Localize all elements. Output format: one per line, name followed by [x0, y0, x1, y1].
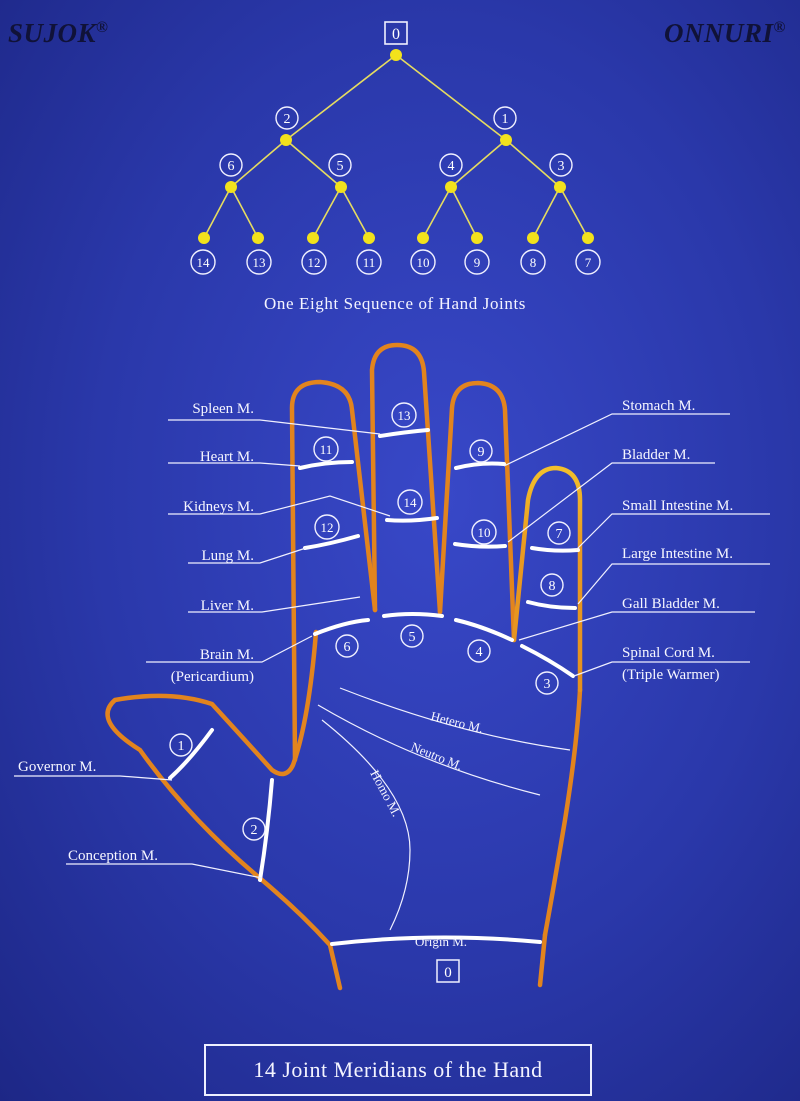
tree-node-root: [390, 49, 402, 61]
joint-lines: [168, 428, 580, 946]
poster-title: 14 Joint Meridians of the Hand: [204, 1044, 592, 1096]
tree-leaf: [582, 232, 594, 244]
label-homo: Homo M.: [367, 767, 404, 819]
label-spleen: Spleen M.: [192, 401, 254, 417]
onnuri-logo: ONNURI®: [664, 18, 786, 48]
joint-number: 6: [344, 640, 351, 655]
label-origin: Origin M.: [415, 934, 467, 949]
joint-number: 13: [398, 408, 411, 423]
label-small-intestine: Small Intestine M.: [622, 498, 733, 514]
sujok-logo: SUJOK®: [8, 18, 109, 48]
tree-nodes: [198, 49, 594, 244]
tree-node: [445, 181, 457, 193]
tree-leaf: [307, 232, 319, 244]
label-gall-bladder: Gall Bladder M.: [622, 596, 720, 612]
joint-number: 10: [478, 525, 491, 540]
joint-number: 1: [178, 739, 185, 754]
joint-number: 14: [404, 495, 418, 510]
tree-node: [335, 181, 347, 193]
tree-num: 3: [558, 159, 565, 174]
label-hetero: Hetero M.: [429, 708, 484, 735]
label-lung: Lung M.: [202, 548, 255, 564]
label-conception: Conception M.: [68, 848, 158, 864]
tree-num: 12: [308, 255, 321, 270]
origin-number: 0: [444, 965, 452, 981]
tree-num: 6: [228, 159, 235, 174]
tree-leaf: [417, 232, 429, 244]
label-governor: Governor M.: [18, 759, 96, 775]
label-heart: Heart M.: [200, 449, 254, 465]
label-stomach: Stomach M.: [622, 398, 695, 414]
tree-leaf: [252, 232, 264, 244]
tree-root-number: 0: [392, 26, 400, 43]
tree-num: 14: [197, 255, 211, 270]
tree-caption: One Eight Sequence of Hand Joints: [264, 294, 526, 313]
tree-num: 5: [337, 159, 344, 174]
label-neutro: Neutro M.: [409, 739, 465, 773]
joint-number: 5: [409, 630, 416, 645]
tree-num: 8: [530, 255, 537, 270]
tree-node: [500, 134, 512, 146]
label-spinal-cord: Spinal Cord M.: [622, 645, 715, 661]
little-finger-outline: [511, 465, 583, 693]
tree-num: 11: [363, 255, 376, 270]
joint-number: 4: [476, 645, 483, 660]
tree-leaf: [363, 232, 375, 244]
tree-num: 4: [448, 159, 455, 174]
joint-number: 12: [321, 520, 334, 535]
tree-node: [554, 181, 566, 193]
tree-num: 13: [253, 255, 266, 270]
label-kidneys: Kidneys M.: [183, 499, 254, 515]
joint-number: 3: [544, 677, 551, 692]
label-bladder: Bladder M.: [622, 447, 690, 463]
joint-number: 7: [556, 527, 563, 542]
tree-num: 2: [284, 112, 291, 127]
label-triple-warmer: (Triple Warmer): [622, 667, 720, 683]
hand-outline: [105, 342, 583, 991]
label-pericardium: (Pericardium): [171, 669, 254, 685]
leader-lines: [14, 413, 770, 931]
sequence-tree: [203, 54, 589, 239]
label-brain: Brain M.: [200, 647, 254, 663]
tree-leaf: [527, 232, 539, 244]
tree-node: [280, 134, 292, 146]
tree-leaf: [198, 232, 210, 244]
tree-num: 7: [585, 255, 592, 270]
joint-number: 8: [549, 579, 556, 594]
tree-num: 10: [417, 255, 430, 270]
joint-number: 2: [251, 823, 258, 838]
label-large-intestine: Large Intestine M.: [622, 546, 733, 562]
tree-node: [225, 181, 237, 193]
label-liver: Liver M.: [201, 598, 254, 614]
joint-number: 11: [320, 442, 333, 457]
tree-num: 1: [502, 112, 509, 127]
tree-num: 9: [474, 255, 481, 270]
tree-leaf: [471, 232, 483, 244]
joint-number: 9: [478, 445, 485, 460]
